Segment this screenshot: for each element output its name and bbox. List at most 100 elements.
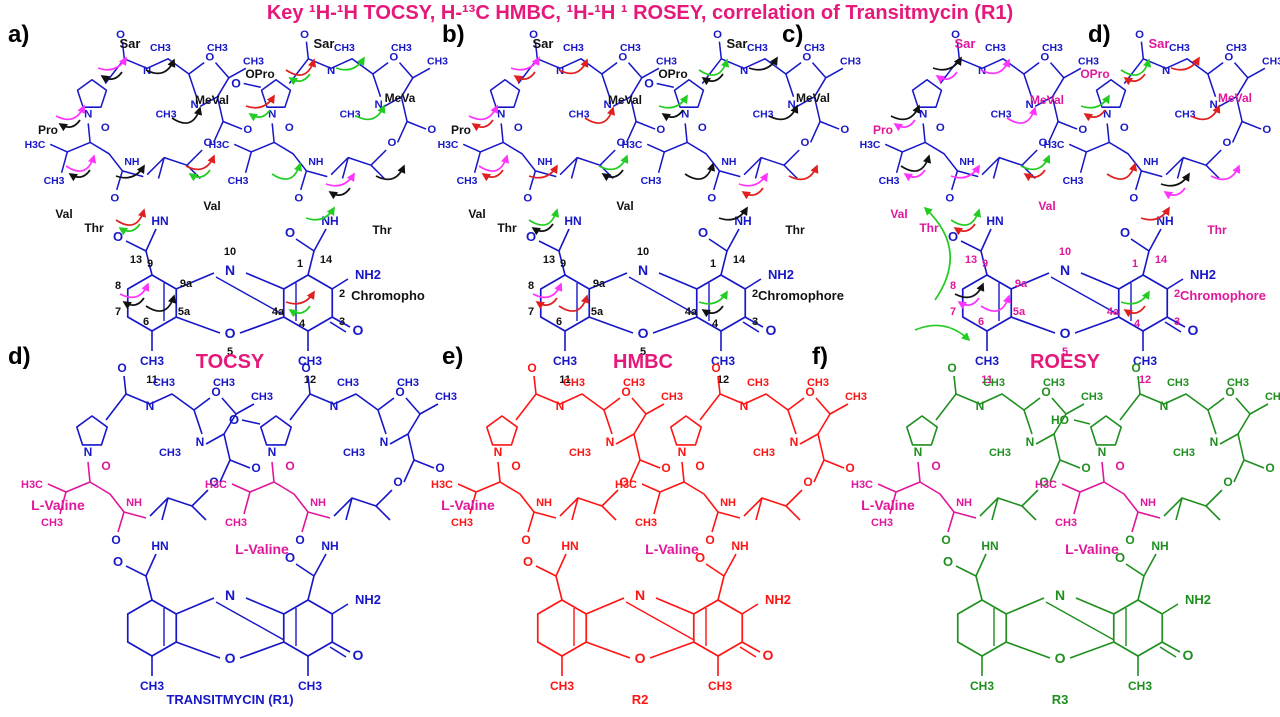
methyl-group: CH3: [225, 517, 247, 529]
n-methyl: CH3: [337, 377, 359, 389]
residue-label: Chromophore: [758, 288, 844, 303]
proline-ring: [911, 78, 943, 108]
isopropyl: [877, 481, 921, 493]
correlation-arrow: [932, 56, 962, 71]
atom-number: 4: [299, 318, 306, 330]
residue-label: Sar: [727, 36, 748, 51]
carbonyl-bond: [1137, 375, 1141, 395]
bond: [726, 228, 740, 252]
carbonyl-bond: [329, 646, 347, 658]
valine-backbone: [497, 461, 557, 519]
carbonyl-bond: [1057, 120, 1078, 130]
methyl-group: CH3: [213, 377, 235, 389]
threonine-backbone: [149, 489, 209, 517]
bond: [571, 497, 579, 521]
proline-nitrogen: N: [268, 445, 277, 459]
amide-oxygen: O: [805, 385, 814, 399]
meval-nitrogen: N: [1026, 435, 1035, 449]
figure-title: Key ¹H-¹H TOCSY, H-¹³C HMBC, ¹H-¹H ¹ ROS…: [266, 2, 1014, 24]
correlation-arrow: [328, 187, 351, 200]
carbonyl-bond: [377, 397, 395, 411]
carbonyl-bond: [331, 641, 351, 653]
method-caption: ROESY: [1030, 351, 1101, 373]
carbonyl-bond: [307, 375, 311, 395]
isopropyl: [383, 62, 414, 107]
amide-oxygen: O: [1115, 550, 1125, 565]
atom-number: 7: [528, 306, 534, 318]
correlation-arrow: [584, 106, 616, 124]
carbonyl-bond: [188, 61, 205, 75]
correlation-arrow: [335, 56, 365, 71]
atom-number: 11: [559, 374, 571, 386]
atom-number: 1: [1132, 258, 1138, 270]
amide-nh: NH: [537, 157, 552, 168]
methyl-group: CH3: [711, 354, 735, 368]
amide-nh: NH: [731, 539, 748, 553]
correlation-arrow: [718, 206, 748, 221]
isopropyl: [1035, 397, 1067, 445]
n-methyl: CH3: [989, 447, 1011, 459]
bond: [588, 316, 634, 334]
amide-oxygen: O: [698, 122, 707, 134]
amide-nh: NH: [959, 157, 974, 168]
methyl-group: CH3: [845, 391, 867, 403]
correlation-arrow: [1123, 305, 1146, 318]
isopropyl: [1063, 67, 1082, 79]
atom-number: 10: [224, 246, 236, 258]
ester-oxygen: O: [1265, 461, 1274, 475]
bond: [341, 157, 349, 179]
carbonyl-bond: [222, 120, 243, 130]
correlation-arrow: [1163, 187, 1186, 200]
amide-nh: NH: [321, 214, 338, 228]
quinone-ring: [282, 599, 334, 657]
amide-oxygen: O: [389, 52, 398, 64]
correlation-arrow: [738, 172, 768, 187]
correlation-arrow: [1080, 94, 1110, 109]
amide-oxygen: O: [523, 554, 533, 569]
compound-label: R3: [1052, 692, 1069, 707]
carbonyl-bond: [535, 565, 557, 577]
residue-label: Chromophore: [1180, 288, 1266, 303]
threonine-backbone: [743, 149, 800, 176]
n-methyl: CH3: [753, 110, 774, 121]
isopropyl: [473, 151, 482, 173]
isopropyl: [615, 397, 647, 445]
carbonyl-bond: [955, 565, 977, 577]
amide-nh: NH: [1156, 214, 1173, 228]
amide-oxygen: O: [711, 361, 720, 375]
carbonyl-bond: [1164, 321, 1182, 333]
amide-oxygen: O: [285, 550, 295, 565]
valine-backbone: [271, 123, 328, 178]
methyl-group: CH3: [879, 176, 900, 187]
amide-nh: HN: [986, 214, 1003, 228]
methyl-group: CH3: [1227, 377, 1249, 389]
atom-number: 7: [115, 306, 121, 318]
amide-oxygen: O: [945, 192, 954, 204]
carbonyl-bond: [1131, 511, 1139, 533]
isopropyl: [653, 491, 661, 515]
l-valine-label: L-Valine: [31, 497, 85, 513]
benzene-ring: [539, 274, 591, 332]
correlation-arrow: [1140, 206, 1170, 221]
atom-number: 12: [717, 374, 729, 386]
methyl-group: CH3: [451, 517, 473, 529]
methyl-group: H3C: [25, 140, 46, 151]
methyl-group: CH3: [708, 679, 732, 693]
proline-nitrogen: N: [497, 109, 505, 121]
atom-number: 6: [143, 316, 149, 328]
bridge-nitrogen: N: [225, 587, 235, 603]
amide-oxygen: O: [948, 229, 958, 244]
correlation-arrow: [788, 164, 819, 181]
bond: [175, 272, 215, 290]
threonine-backbone: [559, 149, 616, 176]
methyl-group: CH3: [1133, 354, 1157, 368]
correlation-arrow: [701, 73, 724, 86]
valine-backbone: [922, 123, 979, 178]
bond: [1075, 597, 1115, 615]
l-valine-label: L-Valine: [861, 497, 915, 513]
atom-number: 9: [560, 258, 566, 270]
isopropyl: [645, 403, 665, 415]
carbonyl-oxygen: O: [353, 322, 364, 338]
